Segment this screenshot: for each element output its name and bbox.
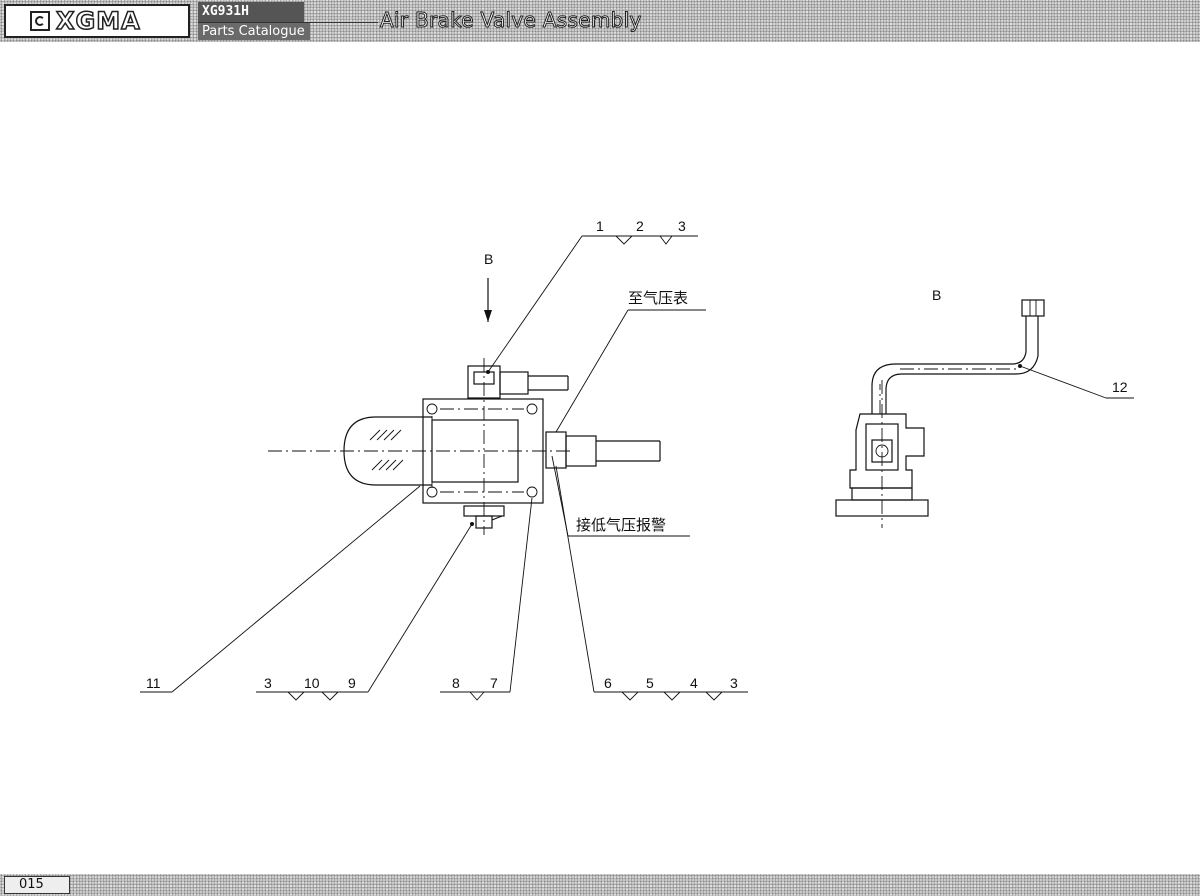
callout-label: 4	[690, 675, 698, 691]
callout-label: 9	[348, 675, 356, 691]
callout-label: 7	[490, 675, 498, 691]
valve-assembly-drawing	[268, 278, 661, 535]
callout-label: 10	[304, 675, 320, 691]
callout-label: 8	[452, 675, 460, 691]
view-b-drawing	[835, 299, 1045, 528]
page-footer	[0, 874, 1200, 896]
model-number: XG931H	[198, 2, 304, 22]
brand-name: XGMA	[55, 6, 141, 36]
callout-label: 1	[596, 218, 604, 234]
brand-logo: XGMA	[4, 4, 190, 38]
callout-label: 6	[604, 675, 612, 691]
callout-label: 3	[678, 218, 686, 234]
callout-label: 12	[1112, 379, 1128, 395]
callout-leaders	[140, 235, 1134, 701]
page-header: XGMA XG931H Parts Catalogue Air Brake Va…	[0, 0, 1200, 44]
catalogue-label: Parts Catalogue	[198, 23, 310, 40]
callout-label: 11	[146, 675, 161, 691]
page-title: Air Brake Valve Assembly	[380, 8, 642, 33]
xgma-logo-icon	[30, 11, 50, 31]
page-number: 015	[4, 876, 70, 894]
header-rule	[198, 22, 378, 23]
callout-label: 3	[730, 675, 738, 691]
view-label-arrow: B	[484, 251, 493, 267]
callout-label: 3	[264, 675, 272, 691]
callout-label: 2	[636, 218, 644, 234]
view-label-side: B	[932, 287, 941, 303]
note-low-pressure-alarm: 接低气压报警	[576, 516, 666, 534]
note-to-pressure-gauge: 至气压表	[628, 289, 688, 307]
callout-label: 5	[646, 675, 654, 691]
